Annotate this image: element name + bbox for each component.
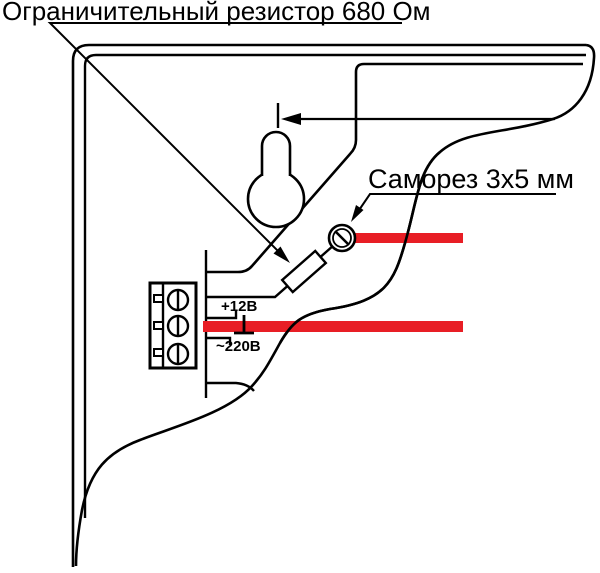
terminal-block [148, 281, 198, 370]
lamp-neck [260, 130, 292, 176]
bottom-wire-stub [206, 381, 255, 392]
terminal-clamp-1 [153, 294, 164, 303]
red-wire-lower [203, 321, 463, 332]
resistor-body [280, 249, 328, 294]
resistor-callout-label: Ограничительный резистор 680 Ом [2, 0, 431, 26]
terminal-label-220v: ~220В [216, 338, 261, 355]
lamp-bracket-outline [206, 62, 583, 274]
callout-leader-screw [351, 193, 556, 222]
lamp-insert-arrow [281, 113, 555, 125]
lamp-bulb [246, 169, 306, 229]
terminal-clamp-3 [153, 348, 164, 357]
terminal-screw-1 [166, 288, 190, 312]
wire-stub-220v [206, 336, 232, 345]
wire-stub-12v [206, 311, 238, 320]
screw-head-icon [327, 223, 357, 253]
ground-icon [234, 315, 254, 335]
terminal-label-12v: +12В [221, 298, 258, 315]
terminal-screw-3 [166, 342, 190, 366]
cutaway-break-line-overlay [278, 150, 441, 344]
terminal-screw-2 [166, 314, 190, 338]
screw-callout-label: Саморез 3х5 мм [368, 164, 574, 194]
case-inner-edge [83, 53, 586, 518]
callout-leader-resistor [47, 22, 402, 263]
terminal-clamp-2 [153, 321, 164, 330]
